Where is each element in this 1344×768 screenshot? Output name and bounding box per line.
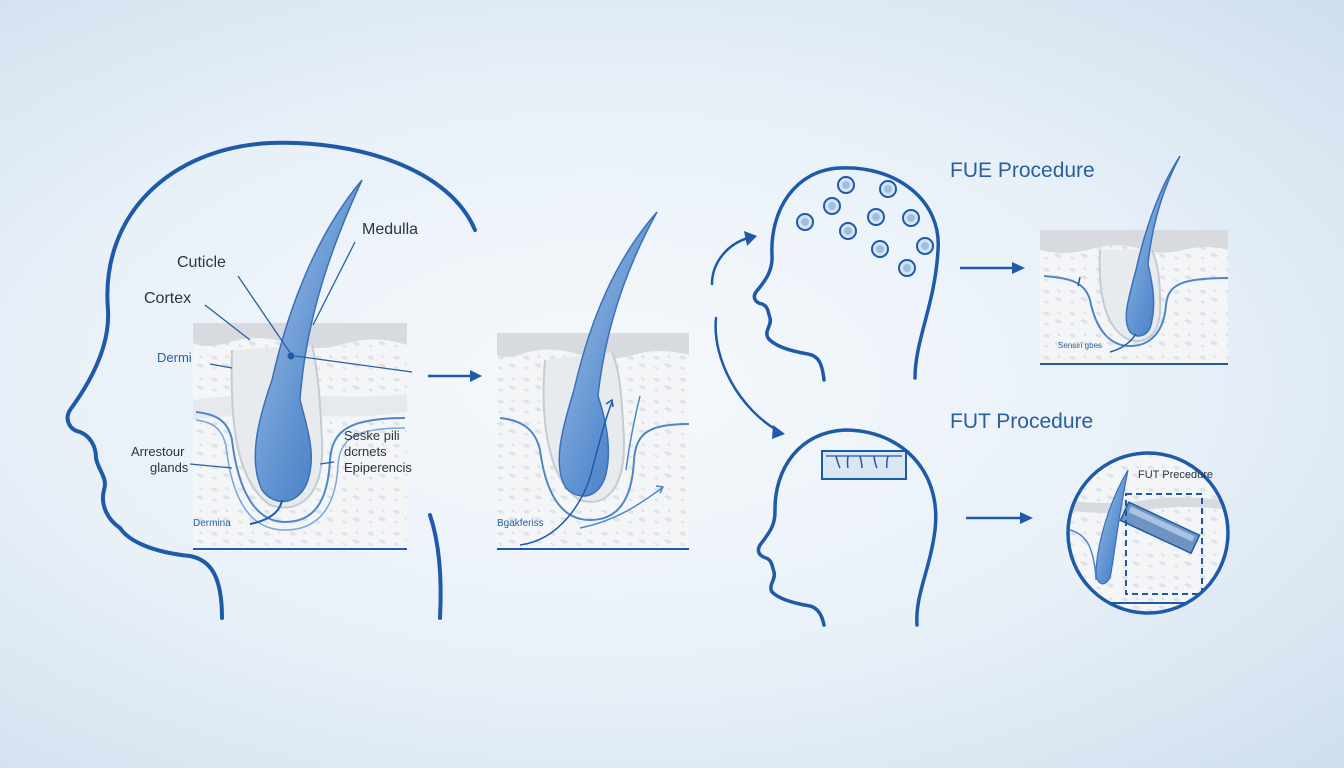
arrow-right-icon [966, 512, 1033, 524]
fue-head-outline [752, 166, 940, 382]
arrow-right-icon [960, 262, 1025, 274]
label-arrestour: Arrestour [131, 444, 185, 459]
arrow-right-icon [428, 370, 482, 382]
graft-circle-icon [879, 180, 897, 198]
fut-procedure-title: FUT Procedure [950, 410, 1093, 433]
label-cuticle: Cuticle [177, 254, 226, 271]
arrow-head-up [744, 231, 757, 246]
fue-follicle-panel [1040, 155, 1229, 365]
label-fut-precedure: FUT Precedure [1138, 469, 1213, 481]
follicle-panel-2 [497, 211, 690, 551]
graft-circle-icon [867, 208, 885, 226]
graft-circle-icon [796, 213, 814, 231]
label-dermi: Dermi [157, 350, 192, 365]
label-bgakferiss: Bgakferiss [497, 518, 544, 529]
graft-circle-icon [837, 176, 855, 194]
graft-circle-icon [902, 209, 920, 227]
graft-circle-icon [839, 222, 857, 240]
graft-circle-icon [898, 259, 916, 277]
label-medulla: Medulla [362, 221, 418, 238]
left-head-outline [65, 140, 477, 620]
label-seske-pili: Seske pili [344, 428, 400, 443]
arrow-head-down [772, 425, 785, 439]
label-dcrnets: dcrnets [344, 444, 387, 459]
graft-circle-icon [823, 197, 841, 215]
label-sensiri-gbes: Sensiri gbes [1058, 341, 1102, 350]
label-glands: glands [150, 460, 189, 475]
fut-head-outline [756, 428, 938, 627]
label-epiperencis: Epiperencis [344, 460, 412, 475]
fut-donor-strip [821, 450, 907, 480]
fut-magnified-inset [1066, 451, 1230, 615]
graft-circle-icon [916, 237, 934, 255]
fue-graft-sites [796, 176, 934, 277]
fue-procedure-title: FUE Procedure [950, 159, 1095, 182]
graft-circle-icon [871, 240, 889, 258]
label-dermina: Dermina [193, 518, 231, 529]
follicle-panel-1 [193, 179, 407, 551]
label-cortex: Cortex [144, 290, 191, 307]
panel-1-leader-lines [189, 241, 413, 469]
split-arrows [710, 236, 782, 434]
